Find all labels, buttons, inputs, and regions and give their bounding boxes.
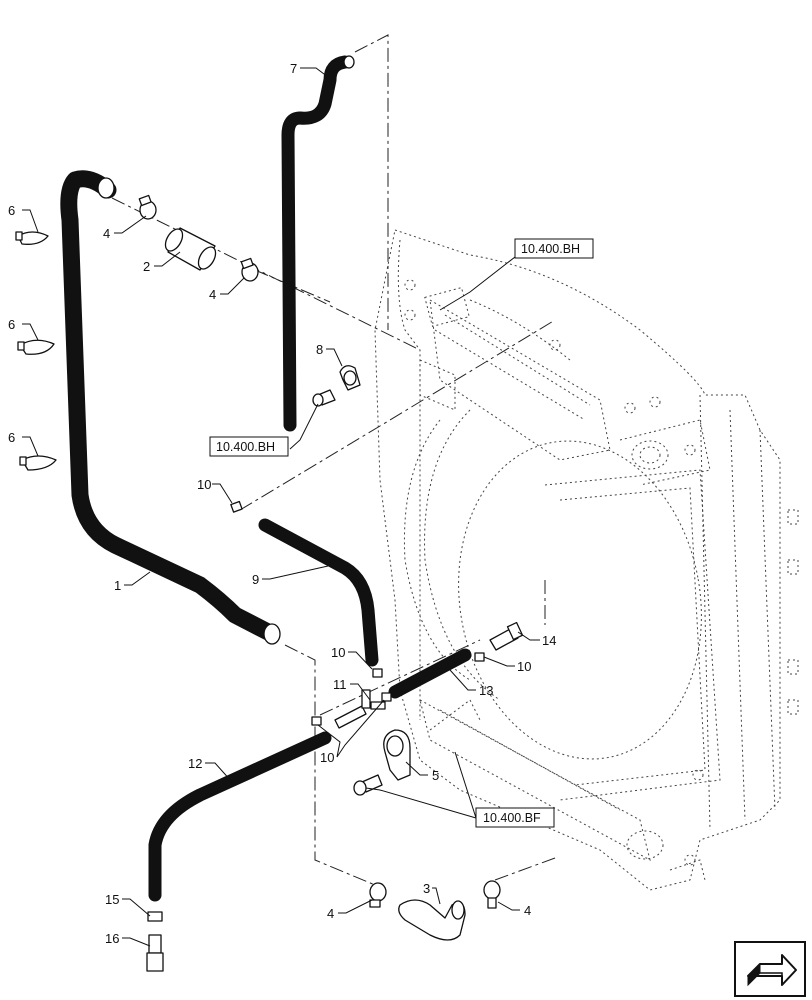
callout-9: 9 bbox=[252, 572, 259, 587]
bolt-lower[interactable] bbox=[353, 774, 383, 796]
part-16-drain-plug[interactable] bbox=[146, 934, 164, 972]
callout-11: 11 bbox=[333, 677, 347, 692]
callout-4d: 4 bbox=[524, 903, 531, 918]
part-14-connector[interactable] bbox=[489, 621, 524, 651]
reference-box-bh-mid[interactable]: 10.400.BH bbox=[209, 436, 289, 457]
callout-10d: 10 bbox=[320, 750, 334, 765]
part-8-p-clip[interactable] bbox=[339, 365, 361, 391]
part-10-clip-b[interactable] bbox=[372, 668, 383, 678]
reference-box-bh-top[interactable]: 10.400.BH bbox=[514, 238, 594, 259]
part-4-clamp-d[interactable] bbox=[483, 880, 501, 909]
callout-4b: 4 bbox=[209, 287, 216, 302]
part-10-clip-c[interactable] bbox=[474, 652, 485, 662]
callout-12: 12 bbox=[188, 756, 202, 771]
part-1-long-hose[interactable] bbox=[60, 170, 281, 645]
callout-10c: 10 bbox=[517, 659, 531, 674]
callout-14: 14 bbox=[542, 633, 556, 648]
callout-15: 15 bbox=[105, 892, 119, 907]
part-6-cable-tie-a[interactable] bbox=[15, 231, 49, 245]
callout-labels: 1 2 3 4 4 4 4 5 6 6 6 7 8 9 10 10 10 10 … bbox=[8, 61, 556, 946]
callout-13: 13 bbox=[479, 683, 493, 698]
leader-lines bbox=[22, 67, 540, 947]
callout-16: 16 bbox=[105, 931, 119, 946]
callout-6a: 6 bbox=[8, 203, 15, 218]
part-15-clip[interactable] bbox=[147, 911, 163, 922]
part-9-curved-hose[interactable] bbox=[258, 518, 379, 667]
callout-1: 1 bbox=[114, 578, 121, 593]
part-10-clip-d[interactable] bbox=[311, 692, 392, 726]
part-11-tee-fitting[interactable] bbox=[334, 689, 386, 729]
callout-10a: 10 bbox=[197, 477, 211, 492]
part-6-cable-tie-b[interactable] bbox=[17, 339, 55, 355]
callout-6c: 6 bbox=[8, 430, 15, 445]
part-10-clip-a[interactable] bbox=[230, 500, 243, 513]
callout-10b: 10 bbox=[331, 645, 345, 660]
part-5-clamp[interactable] bbox=[383, 729, 411, 781]
callout-3: 3 bbox=[423, 881, 430, 896]
callout-4c: 4 bbox=[327, 906, 334, 921]
part-4-clamp-b[interactable] bbox=[240, 257, 259, 282]
callout-7: 7 bbox=[290, 61, 297, 76]
callout-2: 2 bbox=[143, 259, 150, 274]
reference-bh-mid-label: 10.400.BH bbox=[216, 440, 275, 454]
part-4-clamp-c[interactable] bbox=[369, 882, 387, 908]
part-13-short-tube[interactable] bbox=[388, 648, 472, 699]
bolt-upper[interactable] bbox=[312, 389, 336, 407]
center-lines bbox=[111, 34, 556, 886]
part-3-elbow[interactable] bbox=[398, 899, 466, 941]
reference-box-bf[interactable]: 10.400.BF bbox=[475, 807, 555, 828]
reference-bf-label: 10.400.BF bbox=[483, 811, 541, 825]
part-6-cable-tie-c[interactable] bbox=[19, 455, 57, 471]
next-page-arrow-icon[interactable] bbox=[734, 941, 806, 997]
part-2-sleeve[interactable] bbox=[162, 226, 219, 272]
radiator-assembly bbox=[374, 229, 799, 891]
part-12-drain-hose[interactable] bbox=[148, 731, 332, 902]
callout-5: 5 bbox=[432, 768, 439, 783]
reference-bh-top-label: 10.400.BH bbox=[521, 242, 580, 256]
callout-6b: 6 bbox=[8, 317, 15, 332]
callout-4a: 4 bbox=[103, 226, 110, 241]
part-4-clamp-a[interactable] bbox=[138, 194, 157, 220]
part-7-upper-hose[interactable] bbox=[281, 55, 355, 432]
callout-8: 8 bbox=[316, 342, 323, 357]
